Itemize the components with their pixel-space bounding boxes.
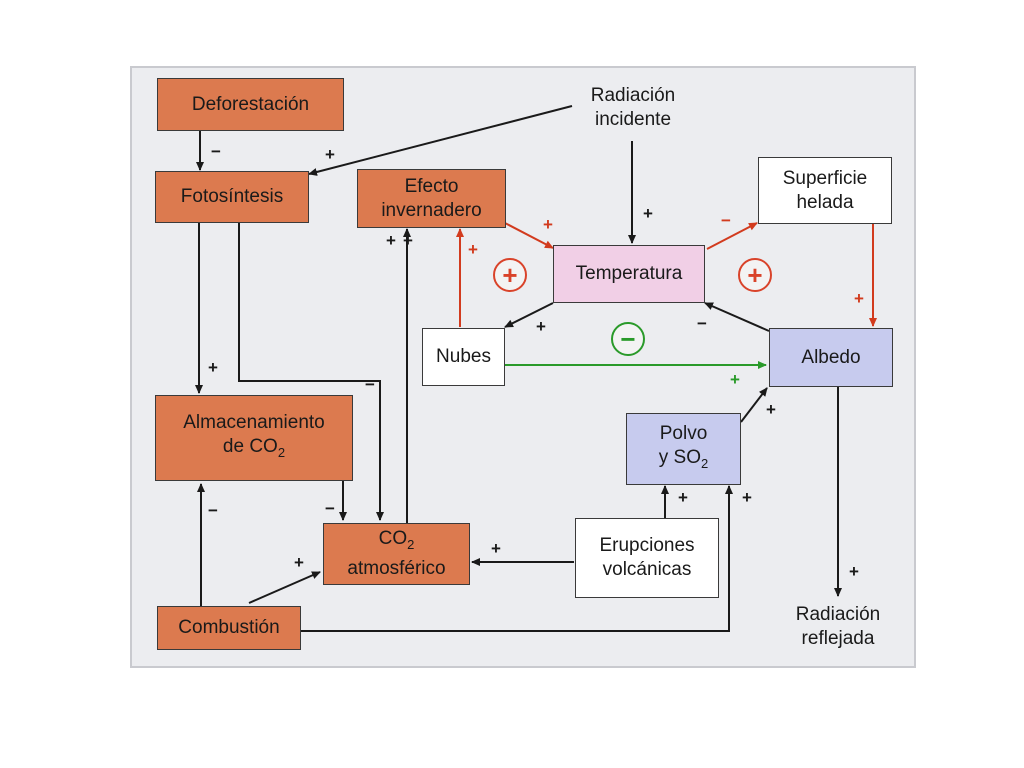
arrow-efecto-temperatura bbox=[504, 222, 554, 249]
sign-efecto-temperatura: + bbox=[543, 215, 553, 234]
sign-combustion-polvo: + bbox=[742, 488, 752, 507]
arrow-temperatura-superficie bbox=[706, 222, 758, 250]
sign-temperatura-superficie: − bbox=[721, 211, 731, 230]
loop-positive-right: + bbox=[738, 258, 772, 292]
sign-almacenamiento-co2: − bbox=[325, 499, 335, 518]
sign-nubes-efecto: + bbox=[468, 240, 478, 259]
arrow-radiacion-fotosintesis bbox=[308, 105, 573, 176]
node-fotosintesis: Fotosíntesis bbox=[155, 171, 309, 223]
node-almacenamiento-co2: Almacenamiento de CO2 bbox=[155, 395, 353, 481]
sign-co2-efecto-a: + bbox=[386, 231, 396, 250]
node-superficie-helada: Superficie helada bbox=[758, 157, 892, 224]
sign-superficie-albedo: + bbox=[854, 289, 864, 308]
sign-temperatura-nubes: + bbox=[536, 317, 546, 336]
sign-combustion-almacenamiento: − bbox=[208, 501, 218, 520]
arrow-fotosintesis-co2 bbox=[238, 223, 384, 521]
sign-combustion-co2: + bbox=[294, 553, 304, 572]
loop-positive-left: + bbox=[493, 258, 527, 292]
node-combustion: Combustión bbox=[157, 606, 301, 650]
node-albedo: Albedo bbox=[769, 328, 893, 387]
node-erupciones-volcanicas: Erupciones volcánicas bbox=[575, 518, 719, 598]
sign-fotosintesis-almacenamiento: + bbox=[208, 358, 218, 377]
node-efecto-invernadero: Efecto invernadero bbox=[357, 169, 506, 228]
sign-deforestacion-fotosintesis: − bbox=[211, 142, 221, 161]
arrow-polvo-albedo bbox=[740, 387, 768, 423]
node-nubes: Nubes bbox=[422, 328, 505, 386]
node-temperatura: Temperatura bbox=[553, 245, 705, 303]
loop-negative: − bbox=[611, 322, 645, 356]
sign-erupciones-co2: + bbox=[491, 539, 501, 558]
node-co2-atmosferico: CO2 atmosférico bbox=[323, 523, 470, 585]
arrow-temperatura-nubes bbox=[504, 302, 554, 328]
sign-fotosintesis-co2: − bbox=[365, 375, 375, 394]
node-deforestacion: Deforestación bbox=[157, 78, 344, 131]
sign-co2-efecto-b: + bbox=[403, 231, 413, 250]
sign-albedo-reflejada: + bbox=[849, 562, 859, 581]
sign-radiacion-fotosintesis: + bbox=[325, 145, 335, 164]
node-radiacion-incidente: Radiación incidente bbox=[590, 85, 676, 130]
arrow-combustion-co2 bbox=[248, 571, 321, 604]
arrow-combustion-polvo bbox=[301, 485, 733, 632]
sign-radiacion-temperatura: + bbox=[643, 204, 653, 223]
sign-erupciones-polvo: + bbox=[678, 488, 688, 507]
arrow-albedo-temperatura bbox=[704, 302, 770, 332]
sign-nubes-albedo: + bbox=[730, 370, 740, 389]
sign-albedo-temperatura: − bbox=[697, 314, 707, 333]
sign-polvo-albedo: + bbox=[766, 400, 776, 419]
node-radiacion-reflejada: Radiación reflejada bbox=[795, 604, 881, 649]
node-polvo-so2: Polvo y SO2 bbox=[626, 413, 741, 485]
